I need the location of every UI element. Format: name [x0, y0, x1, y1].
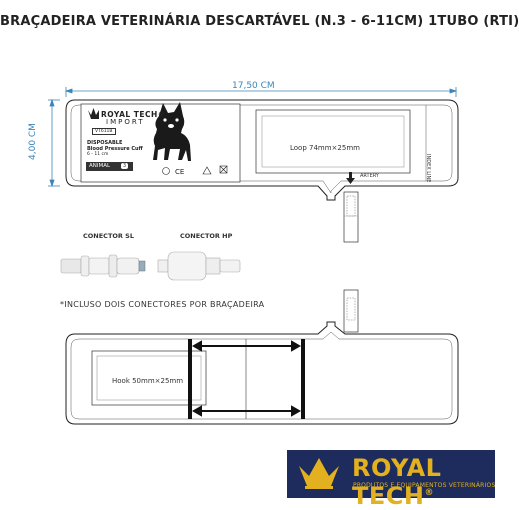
size-range-text: 6 - 11 cm — [87, 152, 109, 157]
logo-subtitle: PRODUTOS E EQUIPAMENTOS VETERINÁRIOS — [353, 482, 496, 489]
crown-icon — [88, 108, 99, 119]
crown-logo-icon — [299, 458, 339, 489]
width-dimension-line — [64, 87, 458, 97]
artery-arrow-icon — [346, 172, 355, 184]
connector-sl-label: CONECTOR SL — [83, 232, 134, 240]
height-dimension-line — [48, 98, 60, 188]
tube-top — [343, 191, 359, 243]
logo-registered: ® — [424, 488, 434, 498]
width-dimension-label: 17,50 CM — [232, 81, 275, 91]
brand-name: ROYAL TECH® — [101, 110, 166, 119]
height-dimension-label: 4,00 CM — [28, 123, 38, 160]
animal-label: ANIMAL — [89, 163, 111, 169]
connector-hp-label: CONECTOR HP — [180, 232, 233, 240]
logo-name: ROYAL TECH — [352, 454, 442, 510]
disposable-text: DISPOSABLE — [87, 140, 123, 146]
connector-hp-icon — [157, 251, 241, 281]
animal-badge: ANIMAL 3 — [86, 162, 133, 171]
page-title: BRAÇADEIRA VETERINÁRIA DESCARTÁVEL (N.3 … — [0, 14, 519, 29]
artery-label: ARTERY — [360, 173, 379, 179]
ref-code: VT611B — [92, 128, 116, 135]
svg-text:CE: CE — [175, 168, 184, 176]
loop-area — [255, 109, 411, 174]
connectors-note: *INCLUSO DOIS CONECTORES POR BRAÇADEIRA — [60, 300, 265, 309]
brand-import: IMPORT — [106, 118, 145, 126]
dog-icon — [153, 102, 191, 161]
hook-area — [91, 350, 207, 406]
logo-text: ROYAL TECH® — [352, 454, 495, 510]
tube-bottom — [343, 289, 359, 333]
loop-label: Loop 74mm×25mm — [290, 144, 360, 152]
connector-sl-icon — [60, 254, 146, 278]
brand-logo: ROYAL TECH® PRODUTOS E EQUIPAMENTOS VETE… — [287, 450, 496, 510]
range-arrows — [191, 340, 302, 417]
diagram-canvas: CE — [48, 87, 459, 425]
ce-symbols: CE — [162, 165, 228, 176]
bp-cuff-text: Blood Pressure Cuff — [87, 146, 143, 152]
hook-label: Hook 50mm×25mm — [112, 377, 184, 385]
animal-size: 3 — [121, 163, 128, 169]
index-line-label: INDEX LINE — [425, 154, 431, 183]
